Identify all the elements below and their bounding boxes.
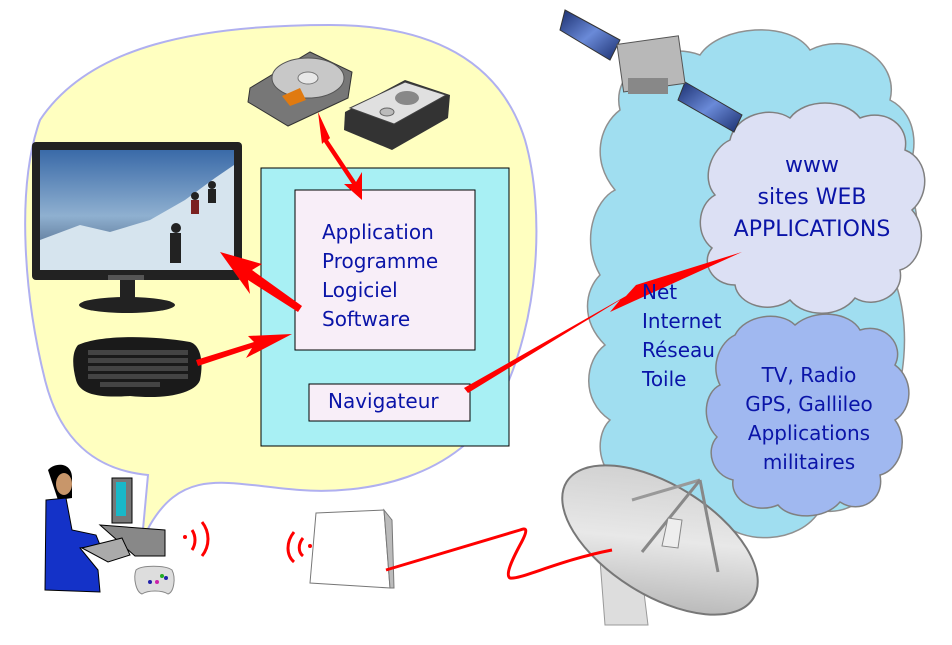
broadcast-label-militaires: militaires <box>762 450 856 474</box>
broadcast-cloud-text: TV, Radio GPS, Gallileo Applications mil… <box>726 361 892 477</box>
browser-label: Navigateur <box>328 389 439 413</box>
person-at-computer-icon <box>44 464 166 593</box>
internet-labels: Net Internet Réseau Toile <box>642 278 721 394</box>
app-label-software: Software <box>322 307 411 331</box>
satellite-icon <box>559 9 743 133</box>
disk-app-arrow <box>318 112 362 200</box>
hard-disk-icon <box>344 80 450 150</box>
web-cloud-text: www sites WEB APPLICATIONS <box>712 150 912 246</box>
internet-label-reseau: Réseau <box>642 338 715 362</box>
monitor-icon <box>32 142 242 313</box>
app-label-application: Application <box>322 220 434 244</box>
broadcast-cloud <box>705 313 910 517</box>
broadcast-label-gps: GPS, Gallileo <box>745 392 873 416</box>
web-label-applications: APPLICATIONS <box>733 217 891 242</box>
broadcast-label-tv-radio: TV, Radio <box>761 363 857 387</box>
router-dish-cable <box>385 527 613 580</box>
application-box <box>294 189 476 351</box>
gamepad-icon <box>134 565 175 595</box>
browser-box <box>308 383 471 422</box>
hard-disk-icon <box>247 51 353 127</box>
broadcast-label-applications: Applications <box>747 421 871 445</box>
app-label-programme: Programme <box>322 249 439 273</box>
app-to-monitor-arrow <box>220 252 302 312</box>
wireless-signal-icon <box>183 521 210 557</box>
web-label-sites: sites WEB <box>757 185 867 210</box>
internet-label-toile: Toile <box>642 367 687 391</box>
internet-label-internet: Internet <box>642 309 722 333</box>
application-box-text: Application Programme Logiciel Software <box>322 218 438 334</box>
internet-label-net: Net <box>642 280 678 304</box>
keyboard-icon <box>73 337 202 398</box>
web-label-www: www <box>785 153 839 178</box>
app-label-logiciel: Logiciel <box>322 278 398 302</box>
wifi-router-icon <box>309 508 395 589</box>
wireless-signal-icon <box>286 531 312 564</box>
satellite-dish-icon <box>561 464 759 626</box>
keyboard-to-app-arrow <box>196 334 292 366</box>
web-cloud <box>699 102 926 314</box>
